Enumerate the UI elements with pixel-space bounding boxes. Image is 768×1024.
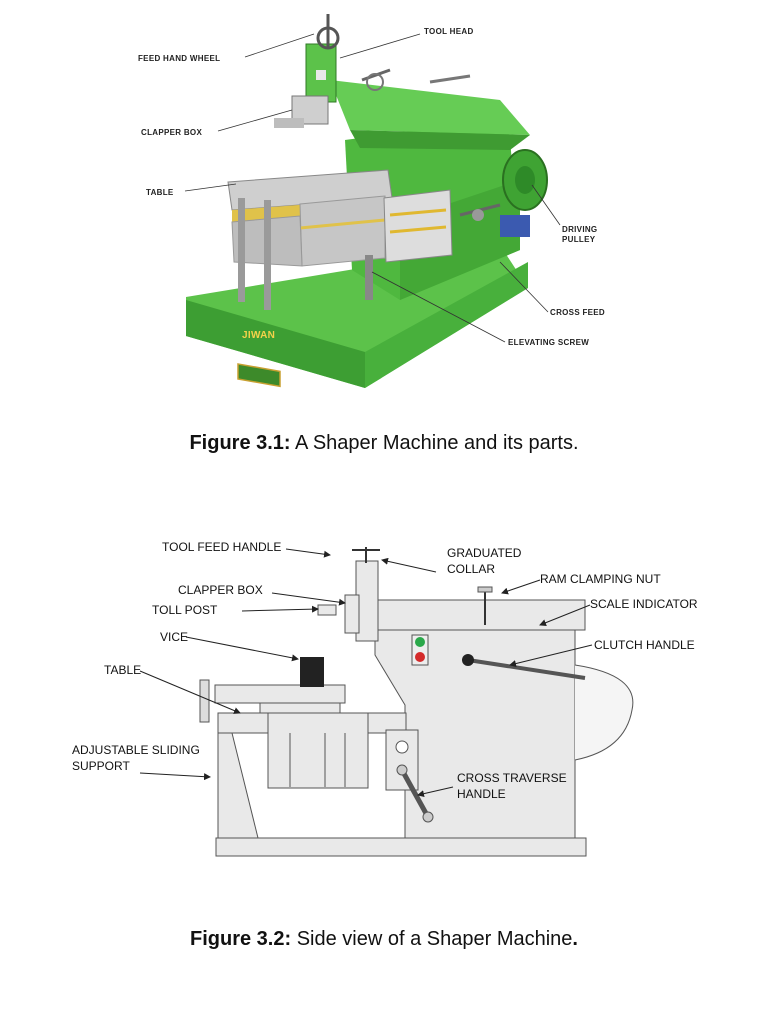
- label-elevating-screw: ELEVATING SCREW: [508, 338, 589, 347]
- figure-2-caption-text: Side view of a Shaper Machine: [291, 928, 573, 950]
- label-driving-pulley-line1: DRIVING: [562, 225, 597, 234]
- label-tool-head: TOOL HEAD: [424, 27, 474, 36]
- ram: [330, 80, 530, 135]
- label-clapper-box: CLAPPER BOX: [178, 583, 263, 597]
- label-ram-clamping-nut: RAM CLAMPING NUT: [540, 572, 661, 586]
- label-table: TABLE: [104, 663, 141, 677]
- vice-jaw: [300, 657, 324, 687]
- elevating-screw: [365, 255, 373, 300]
- label-graduated-collar-line2: COLLAR: [447, 562, 495, 576]
- pulley-housing: [574, 664, 634, 761]
- figure-2-side-view-schematic: TOOL FEED HANDLE GRADUATED COLLAR RAM CL…: [72, 540, 698, 857]
- clutch-handle: [467, 658, 586, 680]
- table-support-left: [238, 198, 245, 302]
- label-clutch-handle: CLUTCH HANDLE: [594, 638, 695, 652]
- vice: [214, 684, 346, 704]
- figure-1-caption-text: A Shaper Machine and its parts.: [290, 432, 579, 454]
- figure-1-caption: Figure 3.1: A Shaper Machine and its par…: [0, 432, 768, 455]
- brand-plate: [237, 363, 281, 388]
- label-feed-hand-wheel: FEED HAND WHEEL: [138, 54, 220, 63]
- cross-traverse-block: [385, 729, 419, 791]
- clapper-box: [344, 594, 360, 634]
- tool-post: [317, 604, 337, 616]
- figure-2-caption-label: Figure 3.2:: [190, 928, 292, 950]
- label-table: TABLE: [146, 188, 174, 197]
- figure-2-caption-period: .: [572, 928, 578, 950]
- label-graduated-collar-line1: GRADUATED: [447, 546, 522, 560]
- base-plate: [215, 837, 587, 857]
- figure-2-caption: Figure 3.2: Side view of a Shaper Machin…: [0, 928, 768, 951]
- green-lamp: [415, 637, 425, 647]
- label-cross-traverse-handle-line2: HANDLE: [457, 787, 506, 801]
- label-cross-feed: CROSS FEED: [550, 308, 605, 317]
- table-support-right: [264, 200, 271, 310]
- label-vice: VICE: [160, 630, 188, 644]
- label-scale-indicator: SCALE INDICATOR: [590, 597, 698, 611]
- label-toll-post: TOLL POST: [152, 603, 218, 617]
- label-adjustable-sliding-support-line1: ADJUSTABLE SLIDING: [72, 743, 200, 757]
- label-clapper-box: CLAPPER BOX: [141, 128, 202, 137]
- ram: [374, 599, 586, 631]
- figure-1-caption-label: Figure 3.1:: [189, 432, 291, 454]
- brand-text: JIWAN: [242, 330, 275, 341]
- figure-1-shaper-machine-illustration: JIWAN FEED HAND WHEEL TOOL HEAD CLAPPER …: [138, 14, 605, 388]
- label-adjustable-sliding-support-line2: SUPPORT: [72, 759, 130, 773]
- cross-rail: [383, 189, 453, 263]
- label-cross-traverse-handle-line1: CROSS TRAVERSE: [457, 771, 567, 785]
- cross-traverse-handle: [399, 768, 431, 819]
- red-lamp: [415, 652, 425, 662]
- label-tool-feed-handle: TOOL FEED HANDLE: [162, 540, 281, 554]
- adjustable-sliding-support: [217, 732, 259, 839]
- label-driving-pulley-line2: PULLEY: [562, 235, 596, 244]
